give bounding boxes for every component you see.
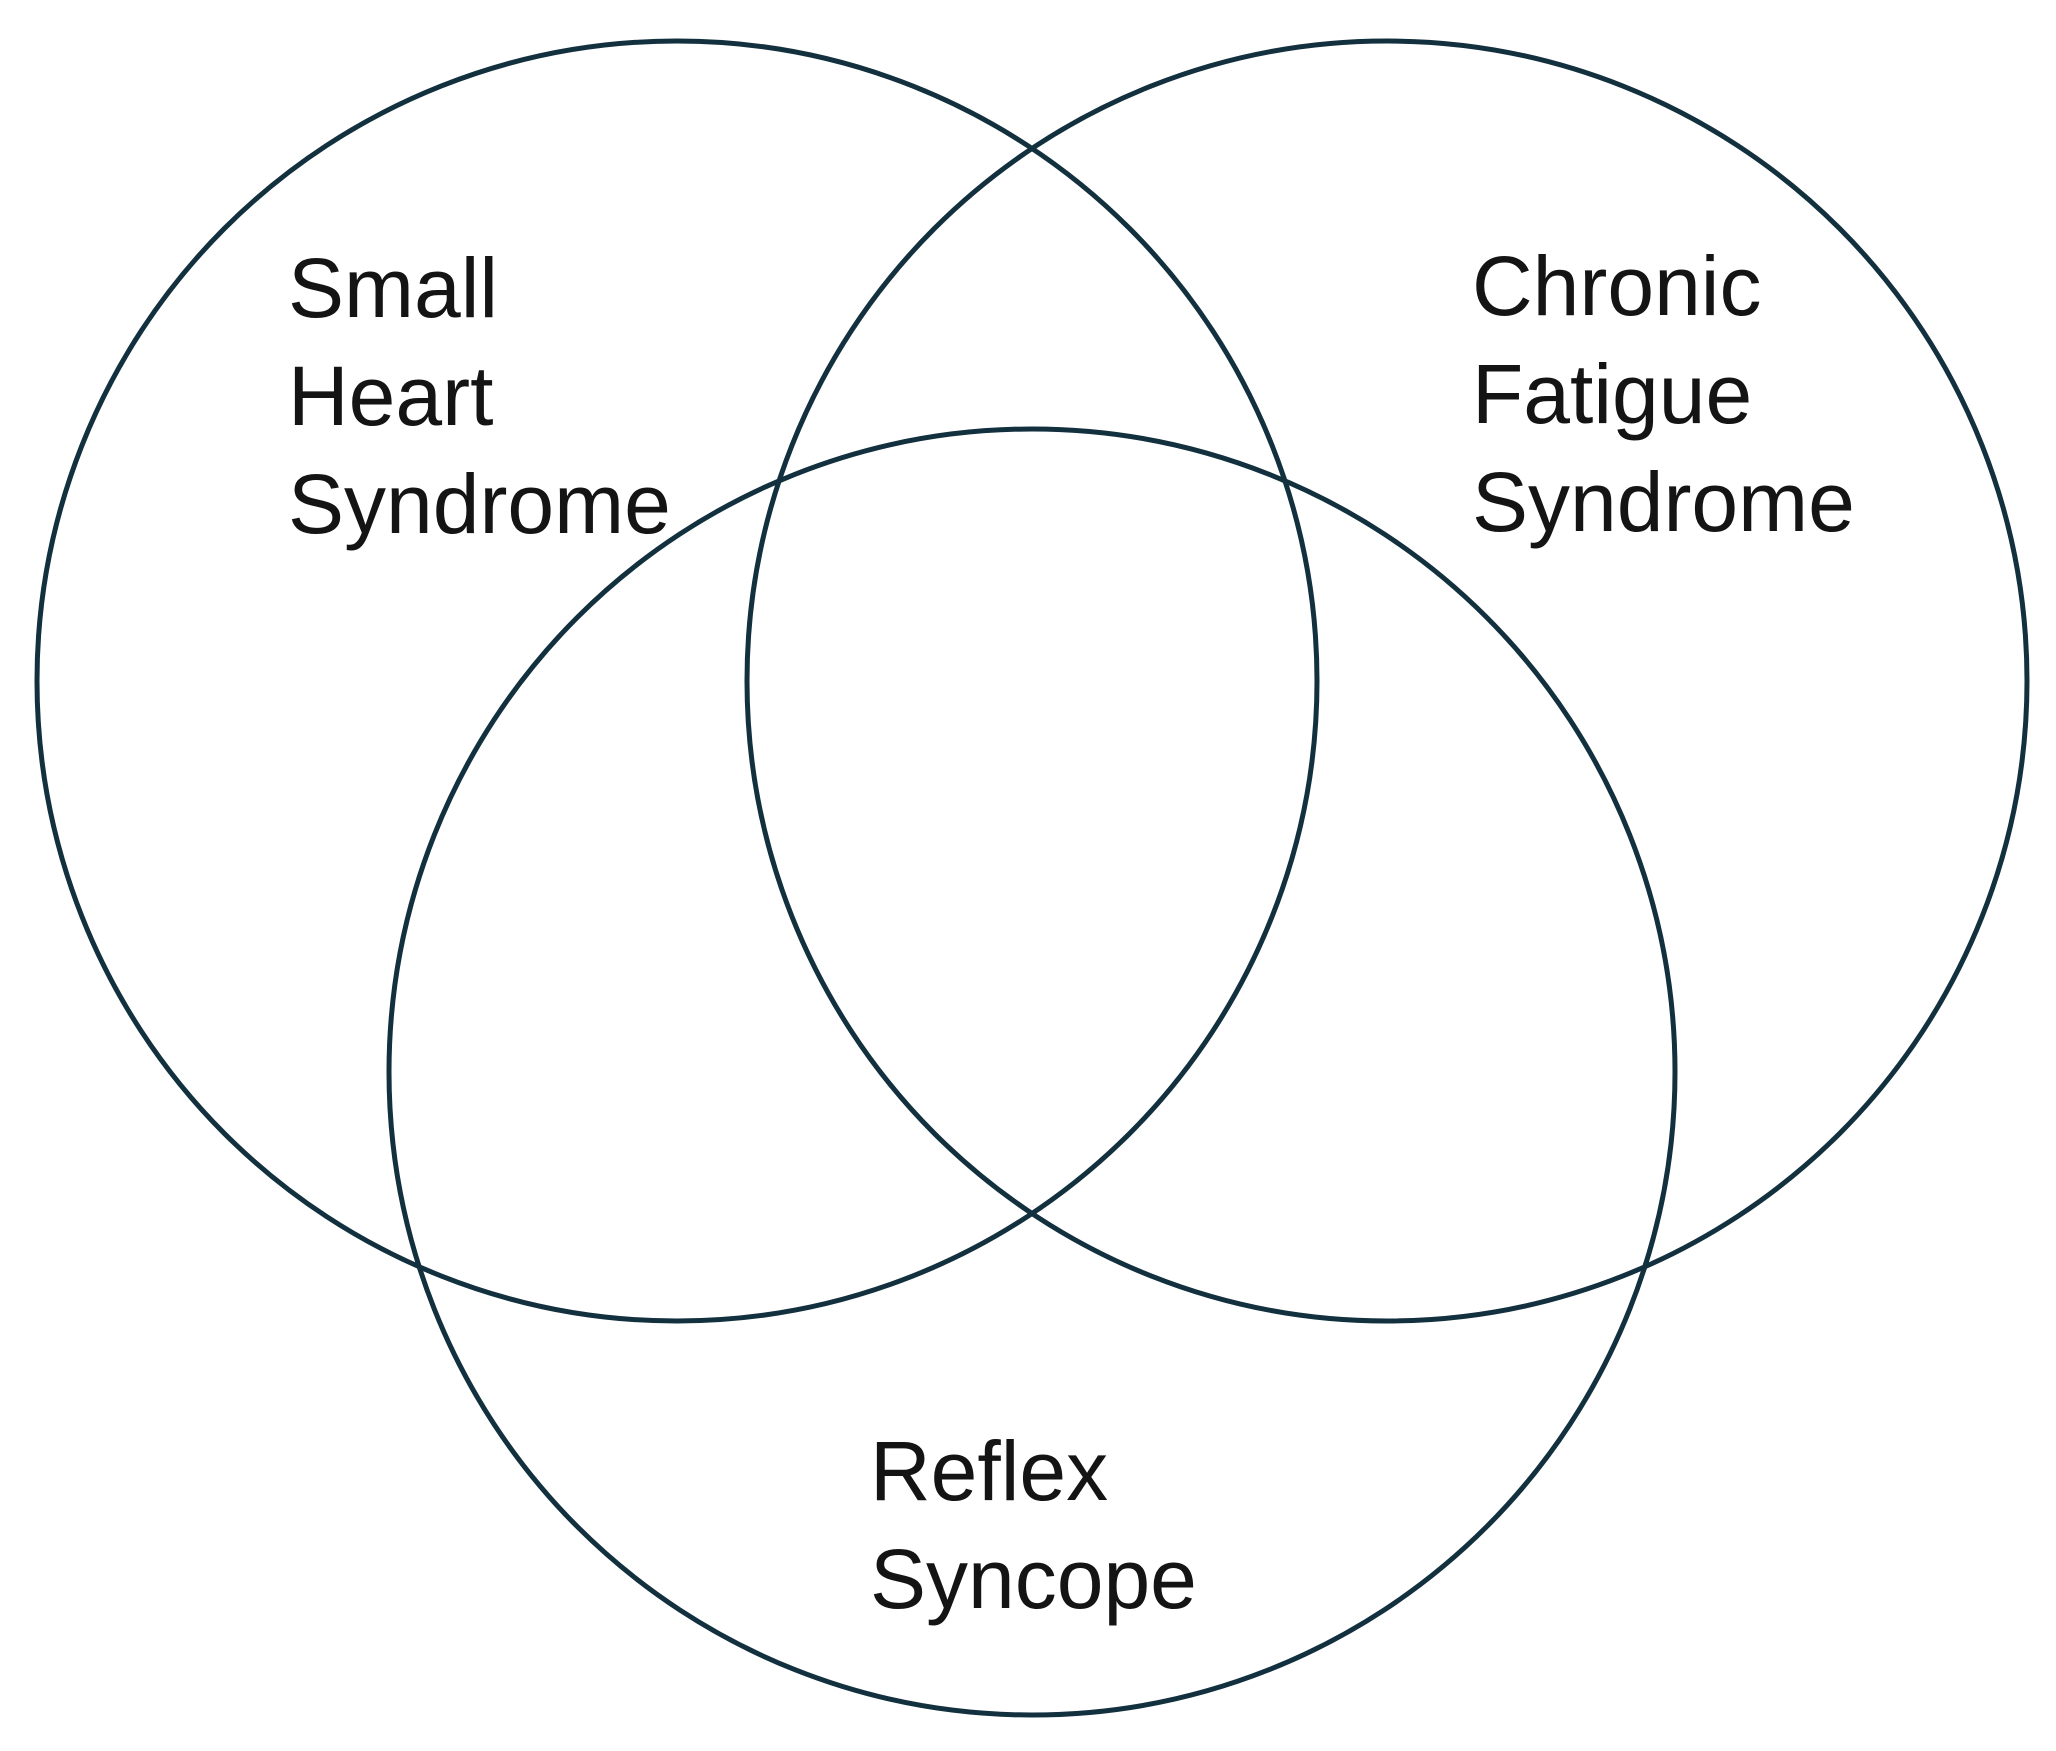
label-line: Heart: [288, 349, 494, 443]
label-small-heart-syndrome: Small Heart Syndrome: [288, 234, 671, 558]
label-reflex-syncope: Reflex Syncope: [870, 1417, 1197, 1633]
label-line: Small: [288, 241, 499, 335]
circle-chronic-fatigue-syndrome: [744, 38, 2030, 1324]
label-line: Reflex: [870, 1424, 1109, 1518]
circle-reflex-syncope: [386, 426, 1678, 1718]
label-line: Syndrome: [1472, 455, 1855, 549]
label-line: Syncope: [870, 1532, 1197, 1626]
label-line: Syndrome: [288, 457, 671, 551]
label-chronic-fatigue-syndrome: Chronic Fatigue Syndrome: [1472, 232, 1855, 556]
circle-small-heart-syndrome: [34, 38, 1320, 1324]
label-line: Fatigue: [1472, 347, 1753, 441]
label-line: Chronic: [1472, 239, 1762, 333]
